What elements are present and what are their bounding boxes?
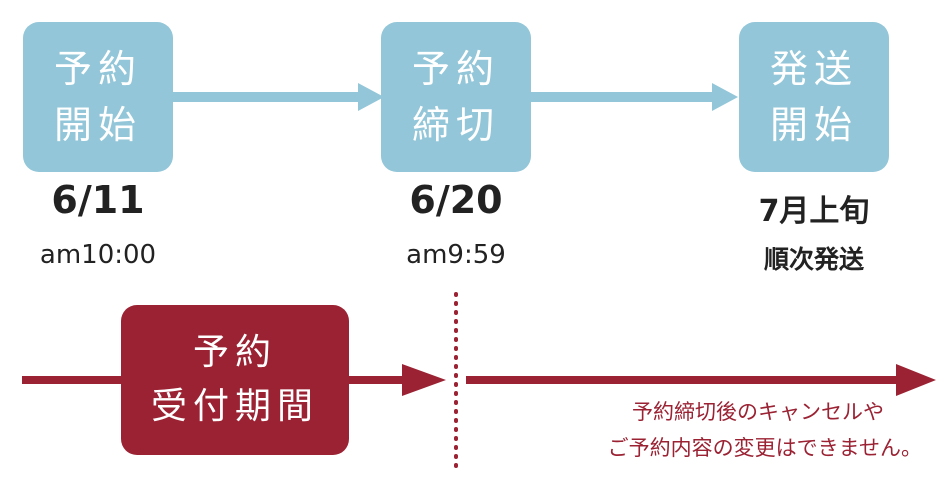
step-reservation-start-box: 予約 開始 xyxy=(23,22,173,172)
step-time: am10:00 xyxy=(39,240,157,270)
step-label-line1: 予約 xyxy=(53,47,142,91)
step-label-line2: 開始 xyxy=(769,103,858,147)
step-date: 6/20 xyxy=(409,178,503,222)
cancellation-note-line1: 予約締切後のキャンセルや xyxy=(632,400,884,424)
step-label-line2: 開始 xyxy=(53,103,142,147)
step-label-line1: 予約 xyxy=(411,47,500,91)
step-label-line2: 締切 xyxy=(411,103,500,147)
cancellation-note-line2: ご予約内容の変更はできません。 xyxy=(607,436,922,460)
step-reservation-deadline-box: 予約 締切 xyxy=(381,22,531,172)
step-label-line1: 発送 xyxy=(769,47,858,91)
step-date: 6/11 xyxy=(51,178,145,222)
step-time: am9:59 xyxy=(406,240,506,270)
arrow-deadline-to-shipping xyxy=(530,83,738,111)
reservation-period-box: 予約 受付期間 xyxy=(121,305,349,455)
arrow-start-to-deadline xyxy=(172,83,384,111)
period-arrow xyxy=(22,364,446,396)
step-date: 7月上旬 xyxy=(758,194,870,229)
post-deadline-arrow xyxy=(466,364,936,396)
period-label-line1: 予約 xyxy=(192,332,277,373)
period-label-line2: 受付期間 xyxy=(150,386,319,427)
step-time: 順次発送 xyxy=(763,245,864,274)
step-shipping-start-box: 発送 開始 xyxy=(739,22,889,172)
